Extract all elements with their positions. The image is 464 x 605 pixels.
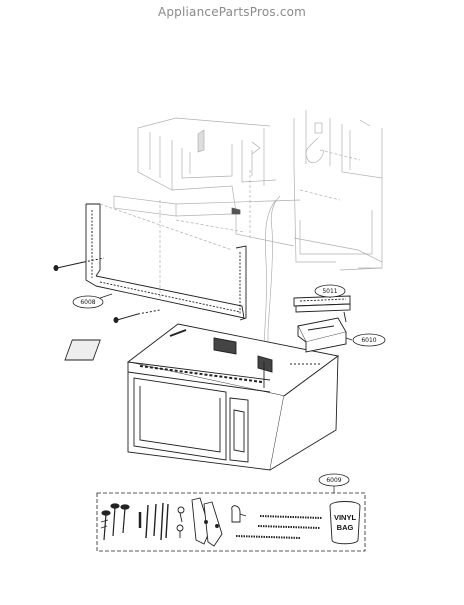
- bag-label-line2: BAG: [337, 523, 354, 532]
- hardware-kit-6009[interactable]: VINYL BAG: [96, 492, 366, 552]
- microwave-oven[interactable]: [64, 323, 340, 471]
- tray-6010[interactable]: [297, 317, 347, 353]
- part-label-6008: 6008: [80, 299, 95, 306]
- rail-5011[interactable]: [293, 295, 351, 323]
- callout-5011[interactable]: 5011: [314, 284, 346, 298]
- vinyl-bag: VINYL BAG: [329, 501, 361, 545]
- part-label-5011: 5011: [322, 288, 337, 295]
- wall-cabinets: [113, 110, 383, 353]
- callout-6009[interactable]: 6009: [318, 473, 350, 493]
- mounting-brackets: [191, 497, 223, 547]
- part-label-6009: 6009: [326, 477, 341, 484]
- cable-clip: [231, 505, 247, 523]
- spring-strips: [235, 515, 323, 539]
- toggle-bolts: [100, 503, 130, 541]
- mounting-plate-6008[interactable]: [85, 203, 247, 321]
- part-label-6010: 6010: [361, 337, 376, 344]
- small-screws: [176, 506, 185, 538]
- bag-label-line1: VINYL: [334, 513, 357, 522]
- callout-6008[interactable]: 6008: [72, 293, 113, 309]
- wall-anchors: [138, 502, 169, 541]
- site-watermark: AppliancePartsPros.com: [157, 5, 307, 19]
- mounting-screws: [53, 257, 161, 323]
- callout-6010[interactable]: 6010: [345, 333, 386, 347]
